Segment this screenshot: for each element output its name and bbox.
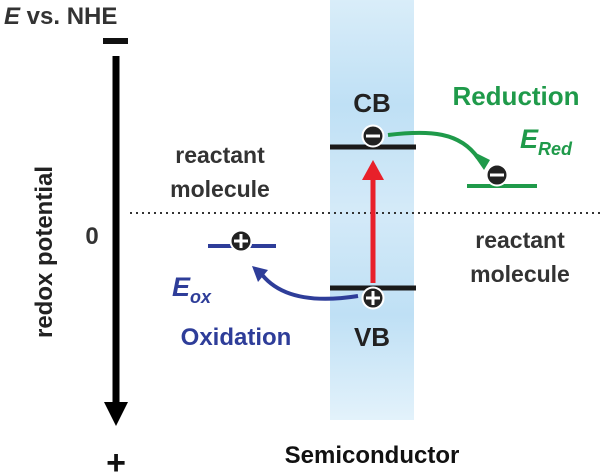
semiconductor-label: Semiconductor [285,442,460,469]
e-ox-label: Eox [172,272,212,307]
axis-title-rest: vs. NHE [20,3,117,30]
reduction-label: Reduction [452,81,579,111]
vb-hole-icon [361,286,385,310]
axis-zero-label: 0 [85,223,98,250]
donor-hole-icon [229,229,253,253]
reactant-molecule-lower-line2: molecule [470,261,570,287]
axis-title: E vs. NHE [4,3,117,30]
e-red-label: ERed [520,124,573,159]
vb-label: VB [354,322,390,352]
axis-title-letter: E [4,3,21,30]
axis-minus-sign [103,38,128,44]
oxidation-curve-arrow [258,270,359,301]
reactant-molecule-upper-line1: reactant [175,142,265,168]
reactant-molecule-upper-line2: molecule [170,176,270,202]
axis-arrow-head [104,402,128,426]
cb-electron-icon [361,124,385,148]
acceptor-electron-icon [485,163,509,187]
axis-plus-sign: + [106,444,126,475]
axis-vertical-label: redox potential [31,166,58,338]
reduction-curve-arrow [387,130,480,160]
excitation-arrow-head [362,160,384,180]
oxidation-label: Oxidation [181,324,292,351]
reactant-molecule-lower-line1: reactant [475,227,565,253]
reduction-arrow-head [470,150,490,170]
cb-label: CB [353,88,391,118]
oxidation-arrow-head [252,266,268,282]
